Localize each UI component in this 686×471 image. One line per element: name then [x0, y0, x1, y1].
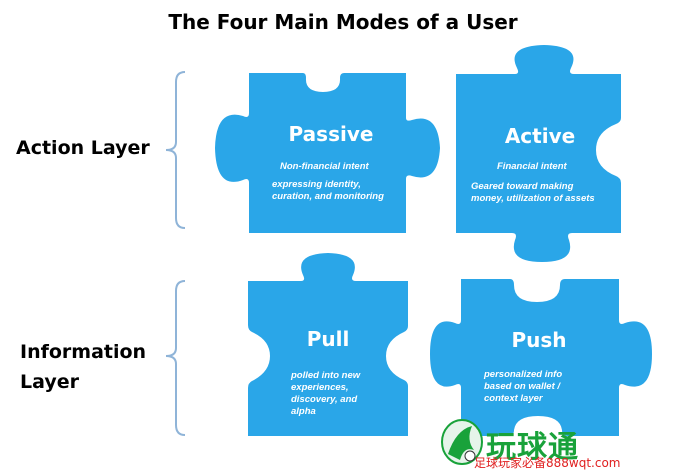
action-layer-bracket — [165, 71, 186, 229]
passive-line-2: expressing identity, — [272, 179, 361, 190]
active-line-1: Financial intent — [497, 161, 567, 172]
information-layer-label-line2: Layer — [20, 371, 79, 393]
push-line-1: personalized info — [484, 369, 563, 380]
watermark: 玩球通 足球玩家必备888wqt.com — [438, 414, 684, 470]
active-title: Active — [504, 124, 576, 148]
watermark-logo-text: 玩球通 — [486, 430, 579, 465]
passive-description: Non-financial intent expressing identity… — [272, 161, 412, 203]
push-line-3: context layer — [484, 393, 543, 404]
mascot-logo-icon — [441, 419, 483, 465]
pull-line-3: discovery, and — [291, 394, 358, 405]
information-layer-label: Information Layer — [20, 337, 146, 397]
active-line-3: money, utilization of assets — [471, 193, 595, 204]
pull-line-1: polled into new — [291, 370, 361, 381]
active-piece — [456, 45, 621, 262]
information-layer-bracket — [165, 280, 186, 436]
push-description: personalized info based on wallet / cont… — [484, 369, 604, 405]
watermark-sub-text: 足球玩家必备888wqt.com — [474, 456, 621, 470]
passive-line-3: curation, and monitoring — [272, 191, 384, 202]
pull-title: Pull — [306, 327, 350, 351]
passive-piece — [215, 73, 440, 233]
diagram-title: The Four Main Modes of a User — [168, 10, 518, 34]
passive-title: Passive — [288, 122, 374, 146]
push-title: Push — [511, 328, 567, 352]
pull-line-4: alpha — [291, 406, 316, 417]
pull-description: polled into new experiences, discovery, … — [291, 370, 391, 418]
information-layer-label-line1: Information — [20, 341, 147, 363]
action-layer-label-text: Action Layer — [16, 137, 150, 159]
active-description: Financial intent Geared toward making mo… — [471, 161, 619, 205]
push-piece — [430, 279, 652, 436]
push-line-2: based on wallet / — [484, 381, 561, 392]
action-layer-label: Action Layer — [16, 133, 150, 163]
pull-line-2: experiences, — [291, 382, 349, 393]
active-line-2: Geared toward making — [471, 181, 574, 192]
pull-piece — [248, 253, 408, 436]
passive-line-1: Non-financial intent — [280, 161, 369, 172]
